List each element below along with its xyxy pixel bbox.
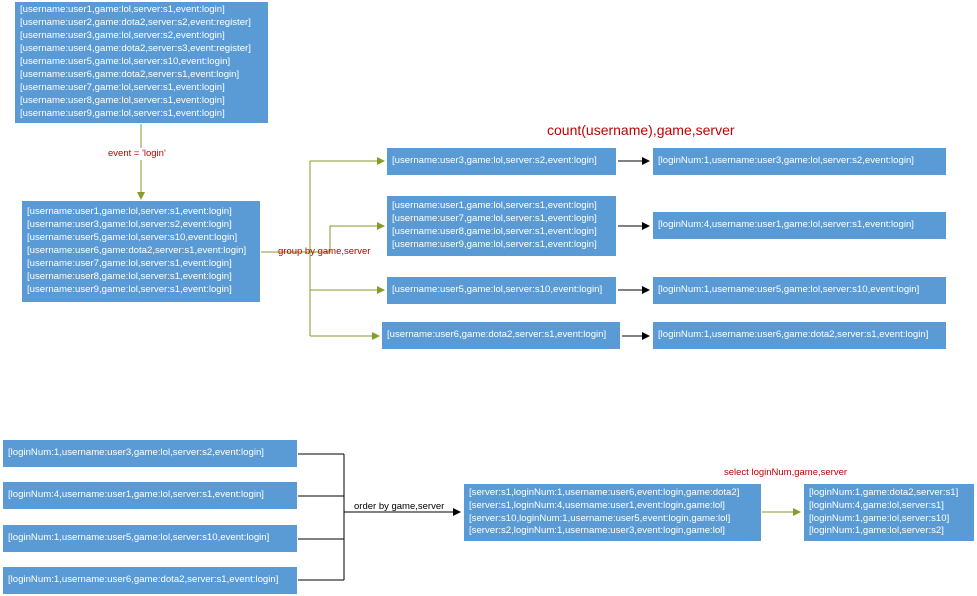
group-box: [username:user1,game:lol,server:s1,event… [387, 196, 616, 256]
count-title: count(username),game,server [547, 122, 735, 138]
source-line: [username:user9,game:lol,server:s1,event… [20, 107, 225, 119]
group-line: [username:user6,game:dota2,server:s1,eve… [387, 329, 607, 341]
source-line: [username:user7,game:lol,server:s1,event… [20, 81, 225, 93]
filtered-line: [username:user6,game:dota2,server:s1,eve… [27, 245, 247, 257]
group-box: [username:user6,game:dota2,server:s1,eve… [382, 322, 620, 349]
order-by-arrows [298, 453, 461, 581]
order-input-line: [loginNum:1,username:user3,game:lol,serv… [8, 447, 264, 459]
source-line: [username:user1,game:lol,server:s1,event… [20, 4, 225, 16]
source-line: [username:user8,game:lol,server:s1,event… [20, 94, 225, 106]
result-line: [loginNum:4,game:lol,server:s1] [809, 499, 944, 511]
count-line: [loginNum:1,username:user5,game:lol,serv… [658, 284, 920, 296]
count-box: [loginNum:1,username:user6,game:dota2,se… [653, 322, 946, 349]
order-input-box: [loginNum:1,username:user6,game:dota2,se… [3, 567, 297, 594]
source-line: [username:user3,game:lol,server:s2,event… [20, 30, 225, 42]
count-arrows [618, 157, 650, 340]
group-line: [username:user7,game:lol,server:s1,event… [392, 213, 597, 225]
group-by-label: group by game,server [278, 246, 371, 257]
filter-label: event = 'login' [108, 148, 166, 160]
select-label: select loginNum,game,server [724, 467, 848, 479]
order-input-box: [loginNum:1,username:user3,game:lol,serv… [3, 440, 297, 467]
group-line: [username:user8,game:lol,server:s1,event… [392, 226, 597, 237]
count-box: [loginNum:1,username:user5,game:lol,serv… [653, 277, 946, 304]
group-line: [username:user1,game:lol,server:s1,event… [392, 200, 597, 212]
source-line: [username:user4,game:dota2,server:s3,eve… [20, 43, 251, 55]
result-line: [loginNum:1,game:lol,server:s10] [809, 512, 950, 524]
group-line: [username:user9,game:lol,server:s1,event… [392, 238, 597, 250]
count-line: [loginNum:1,username:user3,game:lol,serv… [658, 155, 914, 167]
ordered-line: [server:s1,loginNum:4,username:user1,eve… [469, 499, 725, 511]
order-by-label: order by game,server [354, 501, 445, 512]
group-line: [username:user5,game:lol,server:s10,even… [392, 284, 603, 296]
source-line: [username:user2,game:dota2,server:s2,eve… [20, 17, 251, 29]
filtered-line: [username:user3,game:lol,server:s2,event… [27, 219, 232, 231]
result-line: [loginNum:1,game:lol,server:s2] [809, 525, 944, 537]
order-input-line: [loginNum:4,username:user1,game:lol,serv… [8, 489, 264, 501]
group-line: [username:user3,game:lol,server:s2,event… [392, 155, 597, 167]
ordered-line: [server:s1,loginNum:1,username:user6,eve… [469, 486, 740, 498]
ordered-line: [server:s2,loginNum:1,username:user3,eve… [469, 525, 725, 537]
filtered-line: [username:user5,game:lol,server:s10,even… [27, 232, 238, 244]
filtered-line: [username:user9,game:lol,server:s1,event… [27, 283, 232, 295]
ordered-line: [server:s10,loginNum:1,username:user5,ev… [469, 512, 731, 524]
filtered-line: [username:user1,game:lol,server:s1,event… [27, 206, 232, 218]
result-line: [loginNum:1,game:dota2,server:s1] [809, 486, 959, 498]
filtered-line: [username:user7,game:lol,server:s1,event… [27, 257, 232, 269]
source-line: [username:user5,game:lol,server:s10,even… [20, 56, 231, 68]
group-by-arrows [261, 157, 385, 340]
order-input-box: [loginNum:1,username:user5,game:lol,serv… [3, 525, 297, 552]
count-line: [loginNum:1,username:user6,game:dota2,se… [658, 329, 929, 341]
ordered-box: [server:s1,loginNum:1,username:user6,eve… [464, 484, 761, 541]
order-input-line: [loginNum:1,username:user5,game:lol,serv… [8, 532, 270, 544]
filtered-events-box: [username:user1,game:lol,server:s1,event… [22, 201, 260, 302]
count-line: [loginNum:4,username:user1,game:lol,serv… [658, 219, 914, 231]
order-input-box: [loginNum:4,username:user1,game:lol,serv… [3, 482, 297, 509]
order-input-line: [loginNum:1,username:user6,game:dota2,se… [8, 574, 279, 586]
result-box: [loginNum:1,game:dota2,server:s1] [login… [804, 484, 974, 541]
count-box: [loginNum:1,username:user3,game:lol,serv… [653, 148, 946, 175]
count-box: [loginNum:4,username:user1,game:lol,serv… [653, 212, 946, 239]
filtered-line: [username:user8,game:lol,server:s1,event… [27, 270, 232, 282]
source-line: [username:user6,game:dota2,server:s1,eve… [20, 68, 240, 80]
source-events-box: [username:user1,game:lol,server:s1,event… [15, 2, 268, 123]
group-box: [username:user3,game:lol,server:s2,event… [387, 148, 616, 175]
group-box: [username:user5,game:lol,server:s10,even… [387, 277, 616, 304]
